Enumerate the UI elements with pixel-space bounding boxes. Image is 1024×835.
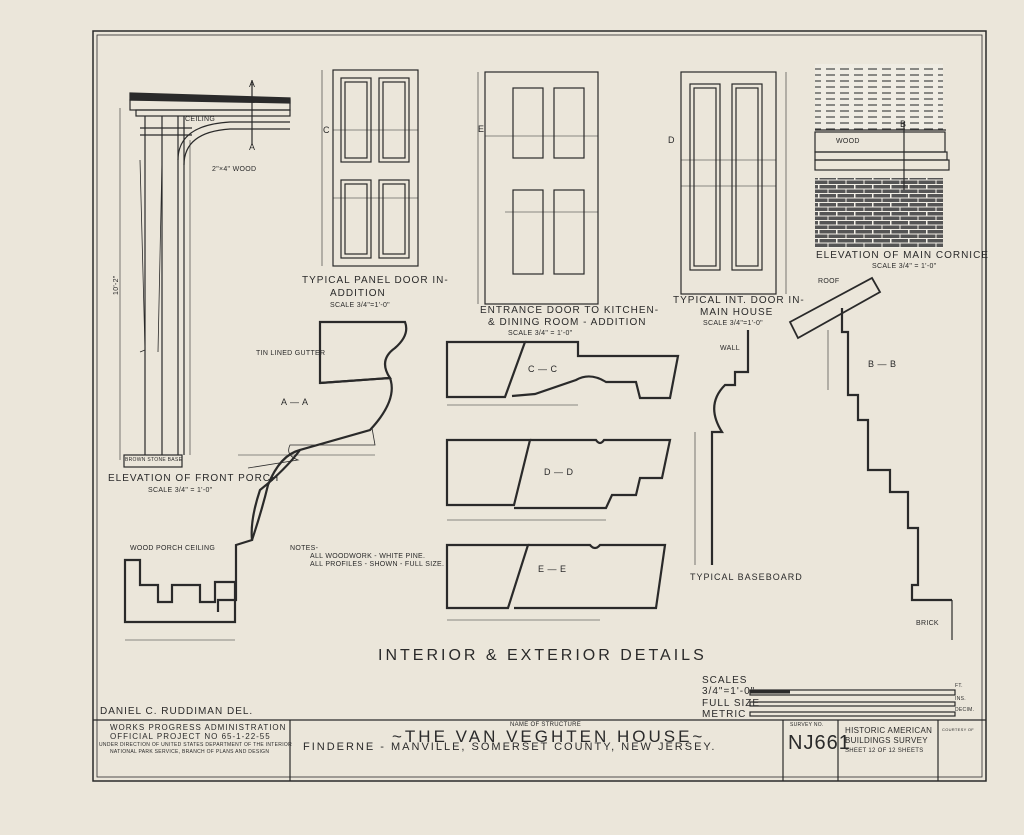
profile-cc <box>445 340 680 406</box>
entrance-door-title-2: & DINING ROOM - ADDITION <box>488 317 647 328</box>
gutter-label: TIN LINED GUTTER <box>256 350 326 357</box>
brick-label: BRICK <box>916 620 939 627</box>
profile-bb <box>788 276 953 640</box>
entrance-door-drawing <box>477 71 599 305</box>
scale-unit-1: FT. <box>955 683 963 689</box>
int-door-scale: SCALE 3/4"=1'-0" <box>703 320 763 327</box>
scale-label-3: METRIC <box>702 709 747 720</box>
wpa-line-2: OFFICIAL PROJECT NO 65-1-22-55 <box>110 732 271 741</box>
notes-line-1: ALL WOODWORK - WHITE PINE. <box>310 553 426 560</box>
structure-name: ~THE VAN VEGHTEN HOUSE~ <box>392 727 706 746</box>
cornice-wood-label: WOOD <box>836 138 860 145</box>
scale-bars <box>749 689 956 717</box>
porch-base-label: BROWN STONE BASE <box>125 457 183 463</box>
roof-label: ROOF <box>818 278 840 285</box>
cornice-section-label: B <box>900 119 907 129</box>
cornice-scale: SCALE 3/4" = 1'-0" <box>872 263 937 270</box>
section-aa-label: A — A <box>281 397 309 407</box>
porch-section-label: A <box>249 79 256 89</box>
profile-dd <box>445 438 672 521</box>
main-cornice-drawing <box>814 64 950 248</box>
profile-ee <box>445 543 667 621</box>
name-of-structure-label: NAME OF STRUCTURE <box>510 722 582 728</box>
wpa-line-1: WORKS PROGRESS ADMINISTRATION <box>110 723 287 732</box>
habs-line-1: HISTORIC AMERICAN <box>845 726 933 735</box>
scale-unit-3: DECIM. <box>955 707 975 713</box>
int-door-section-label: D <box>668 135 675 145</box>
porch-ceiling-label: CEILING <box>185 116 216 123</box>
porch-ceiling-profile-label: WOOD PORCH CEILING <box>130 545 216 552</box>
int-door-drawing <box>680 71 787 295</box>
int-door-title: TYPICAL INT. DOOR IN- <box>673 295 805 306</box>
porch-height-dim: 10'-2" <box>113 275 120 295</box>
panel-door-scale: SCALE 3/4"=1'-0" <box>330 302 390 309</box>
section-cc-label: C — C <box>528 364 558 374</box>
habs-line-2: BUILDINGS SURVEY <box>845 736 928 745</box>
notes-heading: NOTES- <box>290 545 319 552</box>
cornice-title: ELEVATION OF MAIN CORNICE <box>816 250 989 261</box>
profile-baseboard <box>694 330 750 565</box>
panel-door-section-label: C <box>323 125 330 135</box>
porch-scale: SCALE 3/4" = 1'-0" <box>148 487 213 494</box>
scale-unit-2: INS. <box>955 696 966 702</box>
inner-border <box>96 34 983 778</box>
porch-wood-note: 2"×4" WOOD <box>212 166 257 173</box>
porch-section-label-2: A <box>249 142 256 152</box>
profile-porch-ceiling <box>123 558 237 641</box>
panel-door-title-2: ADDITION <box>330 288 386 299</box>
section-bb-label: B — B <box>868 359 897 369</box>
panel-door-title: TYPICAL PANEL DOOR IN- <box>302 275 449 286</box>
baseboard-label: TYPICAL BASEBOARD <box>690 572 803 582</box>
survey-number: NJ661 <box>788 732 851 754</box>
entrance-door-title: ENTRANCE DOOR TO KITCHEN- <box>480 305 660 316</box>
structure-location: FINDERNE - MANVILLE, SOMERSET COUNTY, NE… <box>303 741 717 753</box>
panel-door-drawing <box>321 69 419 267</box>
survey-no-label: SURVEY NO. <box>790 722 824 728</box>
scales-heading: SCALES <box>702 675 748 686</box>
sheet-number: SHEET 12 OF 12 SHEETS <box>845 748 924 754</box>
front-porch-elevation <box>119 80 291 468</box>
wpa-line-3: UNDER DIRECTION OF UNITED STATES DEPARTM… <box>99 742 292 748</box>
courtesy-label: COURTESY OF <box>942 727 975 732</box>
title-block-lines <box>93 719 986 781</box>
outer-border <box>92 30 987 782</box>
int-door-title-2: MAIN HOUSE <box>700 307 774 318</box>
entrance-door-section-label: E <box>478 124 485 134</box>
wpa-line-4: NATIONAL PARK SERVICE, BRANCH OF PLANS A… <box>110 749 270 755</box>
entrance-door-scale: SCALE 3/4" = 1'-0" <box>508 330 573 337</box>
section-dd-label: D — D <box>544 467 574 477</box>
scale-label-2: FULL SIZE <box>702 698 761 709</box>
profile-aa <box>216 320 408 612</box>
porch-title: ELEVATION OF FRONT PORCH <box>108 473 280 484</box>
sheet-title: INTERIOR & EXTERIOR DETAILS <box>378 647 707 664</box>
wall-label: WALL <box>720 345 741 352</box>
section-ee-label: E — E <box>538 564 567 574</box>
scale-label-1: 3/4"=1'-0" <box>702 686 756 697</box>
delineator-credit: DANIEL C. RUDDIMAN DEL. <box>100 706 254 717</box>
notes-line-2: ALL PROFILES - SHOWN - FULL SIZE. <box>310 561 445 568</box>
